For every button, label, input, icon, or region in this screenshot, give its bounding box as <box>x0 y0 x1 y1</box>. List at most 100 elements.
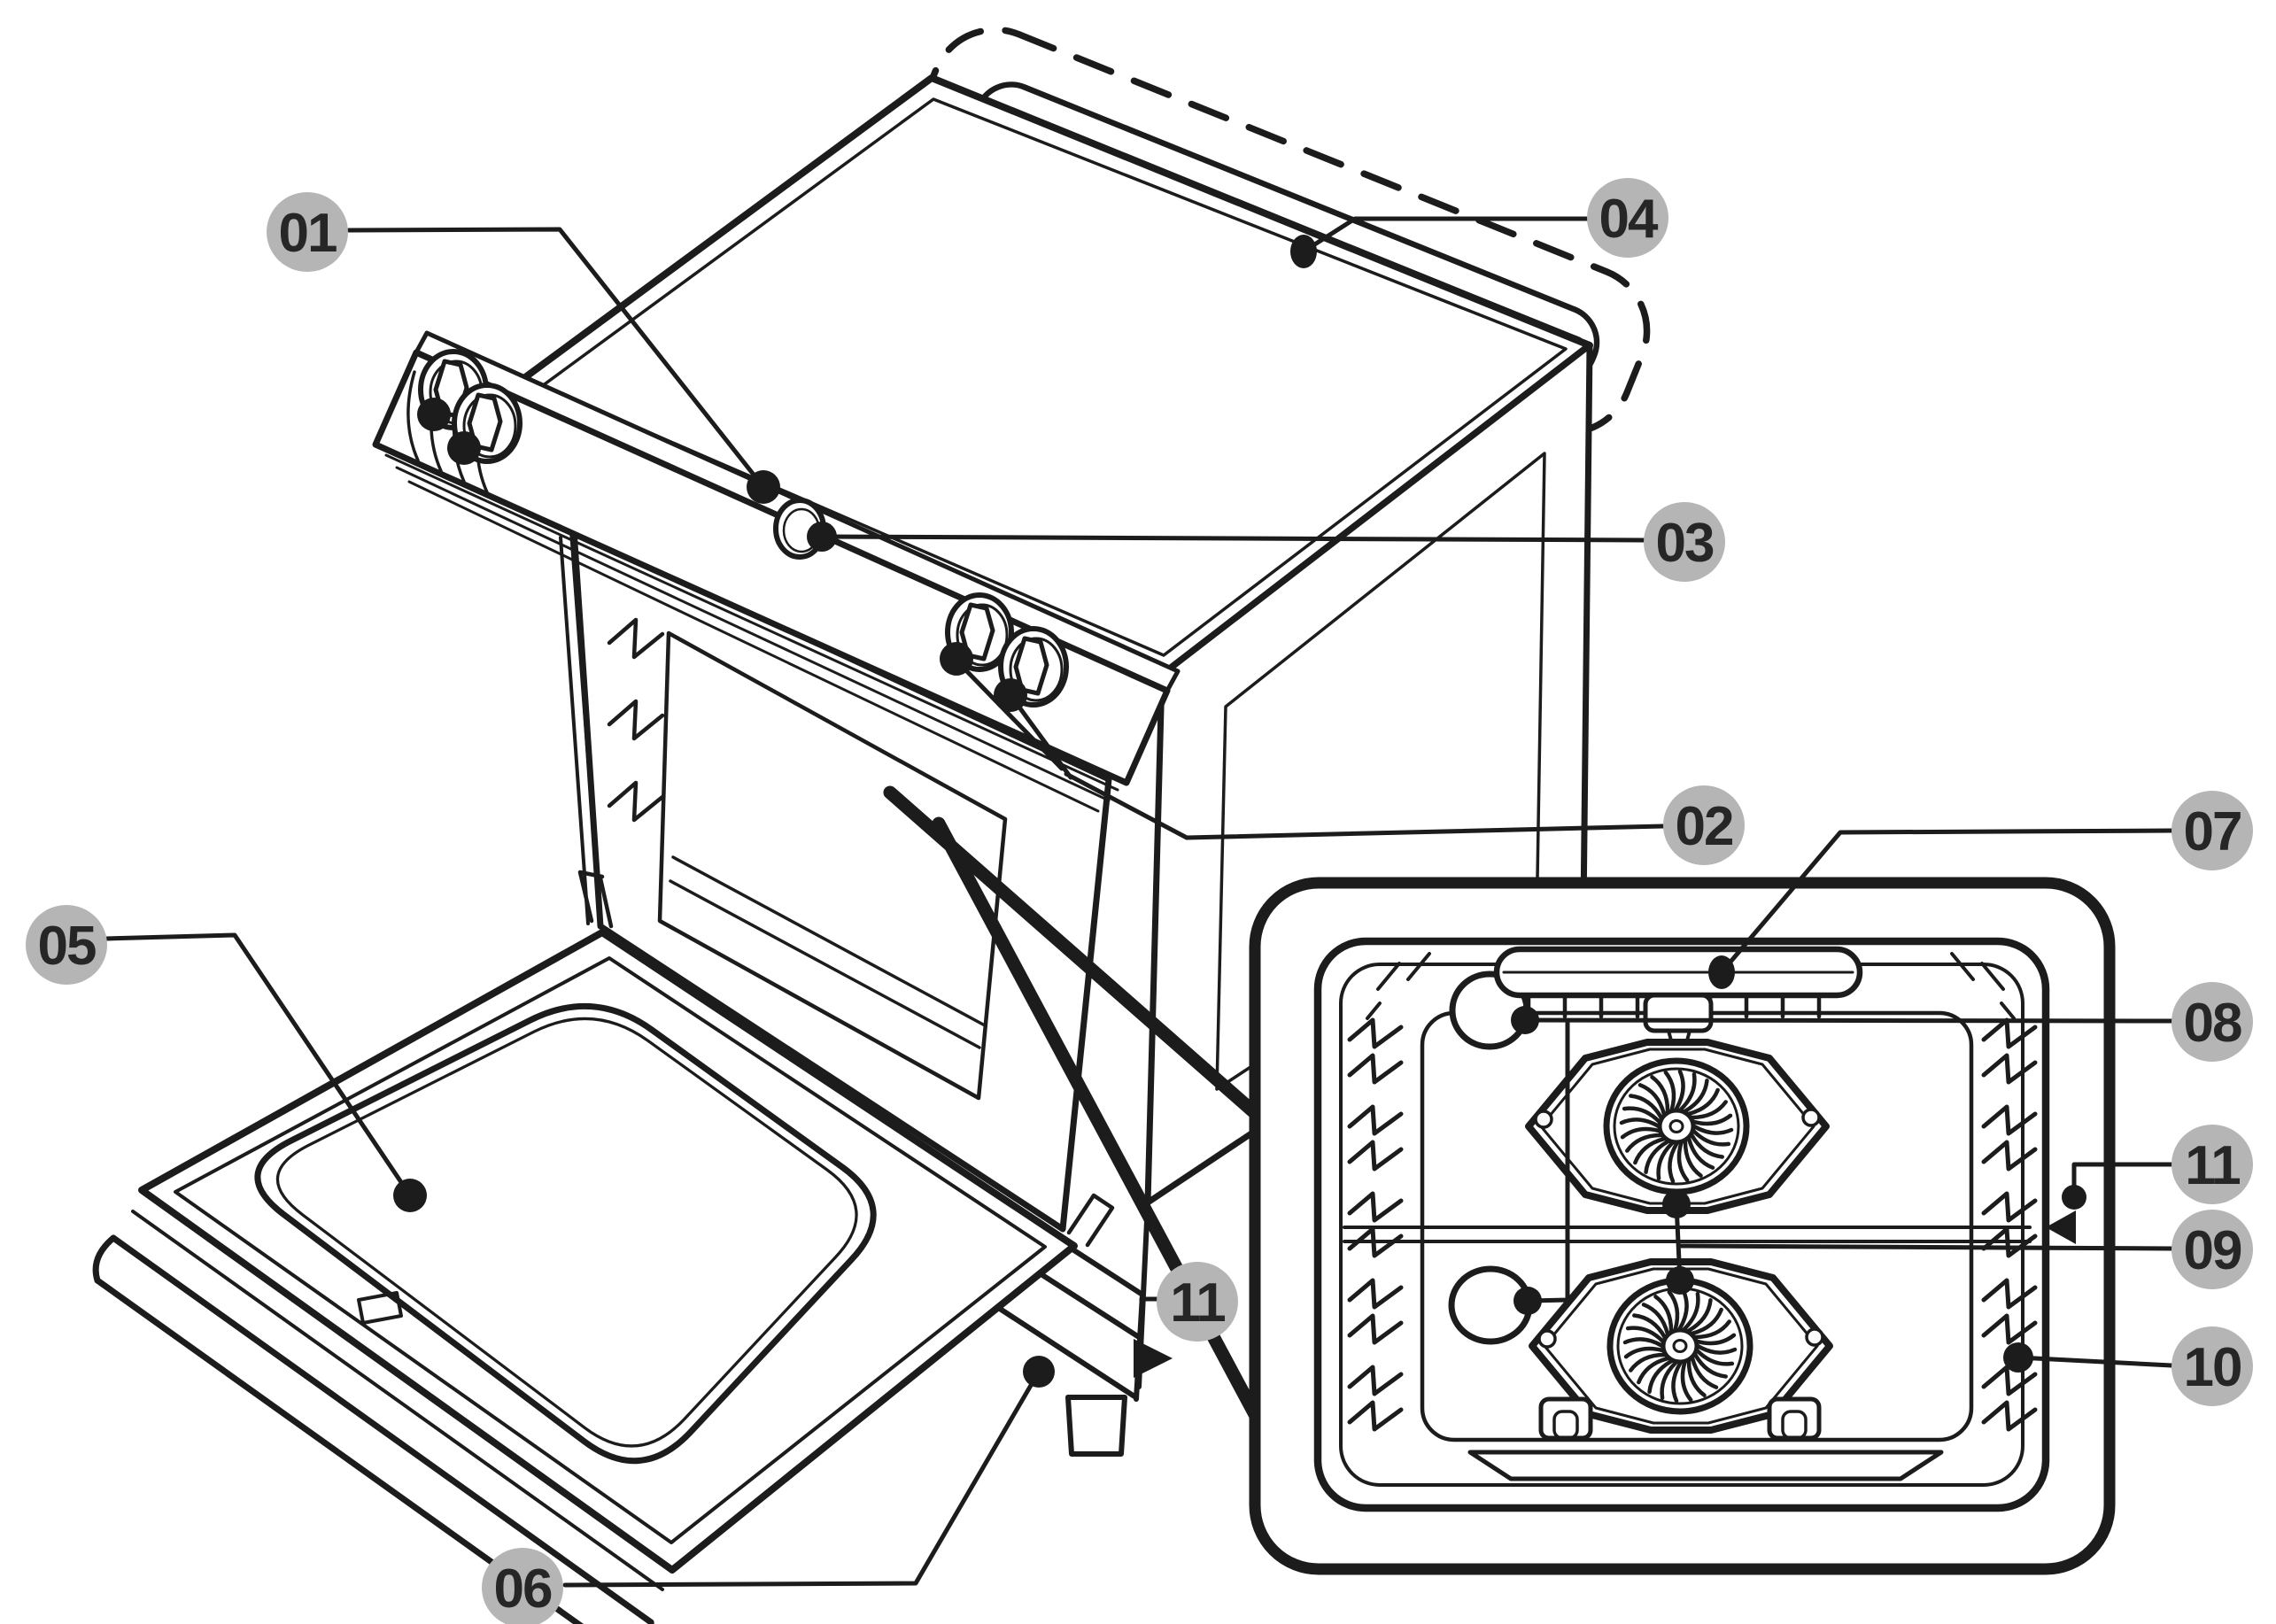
fan-part <box>1677 1288 1689 1331</box>
flange-corner-ticks-right <box>1950 952 2016 1020</box>
fan-part <box>1693 1319 1731 1340</box>
leader-01 <box>346 227 766 490</box>
fan-part <box>1623 1346 1665 1359</box>
callout-badge-11-main: 11 <box>1157 1262 1238 1342</box>
callout-badge-06: 06 <box>482 1548 563 1624</box>
convection-fan-top <box>1525 1039 1830 1214</box>
cavity-floor-sill <box>1467 1450 1944 1481</box>
fan-part <box>1805 1327 1824 1347</box>
leader-05 <box>104 932 413 1198</box>
callout-number: 09 <box>2184 1220 2241 1281</box>
fan-part <box>1686 1087 1720 1117</box>
fan-part <box>1692 1128 1731 1147</box>
fan-part <box>1690 1133 1724 1159</box>
rack-clip <box>1347 1104 1404 1172</box>
fan-part <box>1625 1133 1663 1153</box>
dot-07-broil-element <box>1708 955 1735 989</box>
leader-11-inset <box>2071 1162 2174 1190</box>
fan-part <box>1629 1094 1663 1120</box>
door-window <box>254 1002 877 1465</box>
cavity-rack-guide <box>607 617 665 660</box>
floor-bracket-right <box>1767 1396 1822 1441</box>
fan-part <box>1695 1348 1735 1366</box>
callout-number: 08 <box>2184 993 2241 1054</box>
fan-part <box>1690 1100 1728 1120</box>
fan-part <box>1619 1117 1661 1129</box>
callout-number: 02 <box>1676 796 1733 857</box>
callout-number: 03 <box>1656 513 1714 574</box>
leader-07 <box>1719 828 2174 975</box>
dot-09-fan-top <box>1662 1190 1691 1218</box>
dot-11-inset <box>2062 1185 2086 1210</box>
leader-11-main <box>1139 1296 1159 1338</box>
fan-part <box>1650 1075 1670 1113</box>
fan-part <box>1695 1333 1737 1346</box>
cavity-rack-guide <box>607 780 665 823</box>
dot-03-button <box>807 522 837 552</box>
leader-04 <box>1301 216 1590 254</box>
door-latch-slot <box>357 1291 403 1325</box>
callout-badge-11-inset: 11 <box>2171 1125 2253 1204</box>
fan-part <box>1671 1361 1683 1404</box>
fan-part <box>1672 1339 1688 1353</box>
callout-badge-02: 02 <box>1663 785 1745 865</box>
leveling-foot <box>1065 1395 1127 1457</box>
fan-part <box>1632 1313 1667 1340</box>
callout-number: 01 <box>279 203 337 264</box>
fan-part <box>1653 1295 1674 1333</box>
fan-part <box>1682 1291 1700 1331</box>
rack-clip <box>1347 1017 1404 1085</box>
fan-part <box>1613 1067 1740 1186</box>
dot-01-control-panel <box>747 470 780 504</box>
triangle-marker-left-icon <box>2046 1210 2076 1244</box>
fan-part <box>1661 1327 1699 1365</box>
callout-badge-01: 01 <box>267 192 348 272</box>
fan-part <box>1660 1361 1678 1401</box>
fan-part <box>1625 1326 1665 1344</box>
fan-part <box>1695 1343 1738 1355</box>
fan-part <box>1647 1359 1674 1394</box>
callout-badge-09: 09 <box>2171 1210 2253 1289</box>
fan-part <box>1667 1289 1680 1331</box>
callout-badge-05: 05 <box>26 905 107 985</box>
leader-03 <box>819 534 1646 543</box>
fan-part <box>1668 1119 1684 1133</box>
fan-part <box>1622 1106 1661 1125</box>
fan-part <box>1686 1359 1707 1397</box>
callout-badge-04: 04 <box>1587 178 1668 258</box>
middle-oven-rack <box>1343 1226 2032 1243</box>
dot-05-door-window <box>393 1179 427 1212</box>
callout-number: 05 <box>38 916 96 977</box>
dot-04-backguard <box>1290 235 1317 268</box>
floor-bracket-left <box>1538 1396 1593 1441</box>
flange-corner-ticks-left <box>1366 952 1431 1020</box>
callout-number: 07 <box>2184 801 2241 862</box>
dot-09-fan-bottom <box>1666 1266 1694 1295</box>
leader-10 <box>2016 1355 2174 1368</box>
burner-knob-2 <box>447 383 523 465</box>
rack-clip <box>1347 1365 1404 1432</box>
fan-part <box>1686 1136 1715 1170</box>
rack-clip <box>1981 1365 2038 1432</box>
door-hinge-right <box>1066 1193 1115 1248</box>
fan-part <box>1683 1079 1709 1113</box>
leader-06 <box>562 1369 1041 1588</box>
triangle-marker-right-icon <box>1134 1339 1173 1378</box>
fan-part <box>1622 1337 1665 1349</box>
rack-clip <box>1981 1278 2038 1345</box>
fan-part <box>1637 1083 1667 1117</box>
callout-badge-08: 08 <box>2171 982 2253 1062</box>
fan-part <box>1656 1141 1675 1181</box>
fan-part <box>1676 1141 1690 1183</box>
callout-badge-07: 07 <box>2171 791 2253 870</box>
broil-element <box>1493 946 1863 1052</box>
fan-part <box>1680 1361 1693 1403</box>
fan-part <box>1674 1069 1685 1111</box>
callout-number: 11 <box>1170 1272 1225 1334</box>
fan-part <box>1663 1070 1676 1111</box>
callout-number: 10 <box>2184 1337 2241 1398</box>
fan-part <box>1629 1352 1667 1373</box>
fan-part <box>1690 1356 1719 1389</box>
